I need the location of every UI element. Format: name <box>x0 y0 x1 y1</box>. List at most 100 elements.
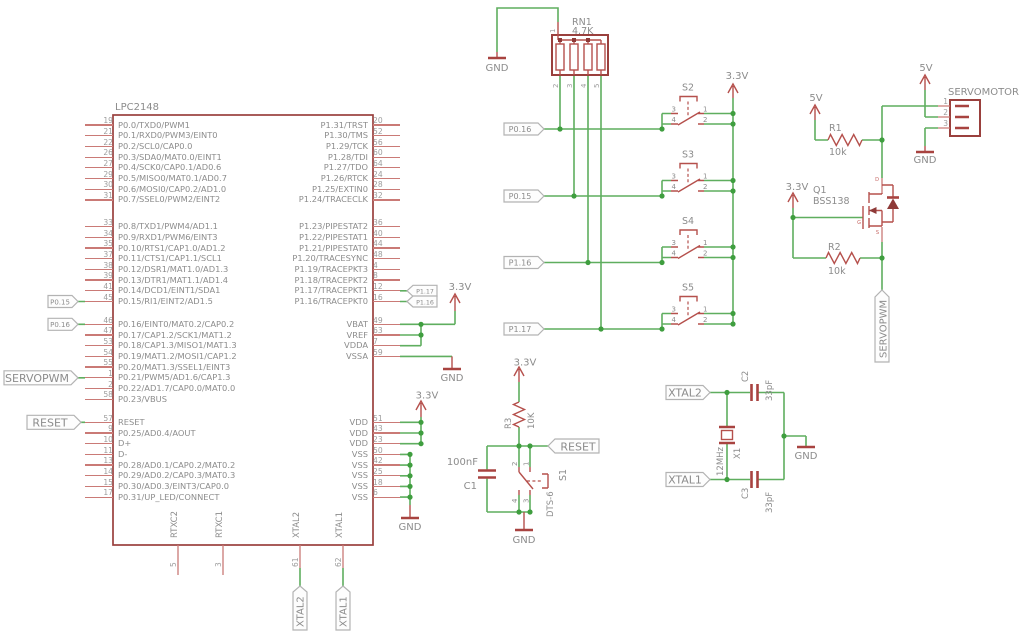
pin-lead <box>85 377 113 379</box>
pin-number: 10 <box>103 435 113 445</box>
gnd-label-s1: GND <box>513 535 536 546</box>
pin-number: 34 <box>103 228 113 238</box>
net-flag-p117-ic: P1.17 <box>416 289 434 296</box>
pin-number: 37 <box>103 250 113 260</box>
pin-lead <box>85 366 113 368</box>
pin-lead <box>85 247 113 249</box>
pin-name: P1.27/TDO <box>323 162 368 173</box>
pin-number: 59 <box>373 347 383 357</box>
ic-pin-name-xtal2: XTAL2 <box>292 512 302 538</box>
pin-lead <box>85 323 113 326</box>
pin-number: 45 <box>103 292 113 302</box>
rn1-pin1: 1 <box>549 29 557 33</box>
s2-pin4: 4 <box>672 116 677 124</box>
pin-number: 46 <box>103 315 113 325</box>
pin-lead <box>85 432 113 434</box>
pin-name: VSS <box>351 481 368 492</box>
pin-lead <box>373 167 400 169</box>
pin-lead <box>85 199 113 201</box>
ic-pin-num-xtal1: 62 <box>334 557 343 567</box>
pin-number: 42 <box>373 456 383 466</box>
pin-name: P1.26/RTCK <box>320 173 368 184</box>
pin-number: 44 <box>373 239 383 249</box>
pin-lead <box>373 290 400 292</box>
pin-number: 26 <box>103 148 113 158</box>
pin-name: P0.10/RTS1/CAP1.0/AD1.2 <box>118 242 226 253</box>
pin-number: 54 <box>103 347 113 357</box>
s4-ref: S4 <box>682 216 694 227</box>
pin-number: 13 <box>103 456 113 466</box>
pin-number: 39 <box>103 271 113 281</box>
pin-name: P0.4/SCK0/CAP0.1/AD0.6 <box>118 162 222 173</box>
ic-pin-row: 38 P0.12/DSR1/MAT1.0/AD1.3 <box>85 262 250 275</box>
pin-number: 58 <box>103 390 113 400</box>
net-flag-p016: P0.16 <box>50 321 70 329</box>
v5-label-servo: 5V <box>919 63 932 74</box>
pin-lead <box>85 167 113 169</box>
v33-label-reset: 3.3V <box>514 358 537 369</box>
s4-pin2: 2 <box>703 250 707 258</box>
servo-pin3: 3 <box>943 119 948 128</box>
q1-pin-s: S <box>876 230 879 236</box>
pin-name: P0.2/SCL0/CAP0.0 <box>118 141 193 152</box>
pin-lead <box>373 323 400 326</box>
capacitor-c3: C3 33pF <box>741 471 775 513</box>
switch-s2: S2 3 4 1 2 <box>671 83 707 126</box>
x1-ref: X1 <box>733 448 743 459</box>
pin-name: P1.18/TRACEPKT2 <box>294 274 368 285</box>
pin-name: D+ <box>118 438 132 449</box>
ic-pin-row: 35 P0.10/RTS1/CAP1.0/AD1.2 <box>85 240 250 254</box>
s5-pin3: 3 <box>672 306 676 314</box>
pin-lead <box>373 145 400 148</box>
rn1-pin3: 3 <box>566 84 574 88</box>
net-flags: P0.15 P0.16 SERVOPWM RESET P1.17 P1.16 P… <box>3 122 890 631</box>
rn1-pin4: 4 <box>580 83 588 88</box>
s3-pin4: 4 <box>672 183 677 191</box>
pin-lead <box>85 226 113 228</box>
pin-name: P0.20/MAT1.3/SSEL1/EINT3 <box>118 361 231 372</box>
s4-pin3: 3 <box>672 239 676 247</box>
s2-ref: S2 <box>682 83 694 94</box>
pin-number: 30 <box>103 180 113 190</box>
pin-name: P1.16/TRACEPKT0 <box>294 296 368 307</box>
v33-label-q1: 3.3V <box>786 182 809 193</box>
pin-number: 2 <box>108 379 113 389</box>
pin-name: P1.17/TRACEPKT1 <box>294 285 368 296</box>
x1-value: 12MHz <box>716 446 726 476</box>
net-flag-p116-ic: P1.16 <box>416 299 434 306</box>
pin-lead <box>85 156 113 158</box>
pin-lead <box>373 199 400 201</box>
pin-number: 19 <box>103 116 113 126</box>
pin-lead <box>373 135 400 137</box>
pin-number: 38 <box>103 260 113 270</box>
pin-lead <box>373 300 400 303</box>
gnd-label-rn1: GND <box>486 63 509 74</box>
pin-name: P1.28/TDI <box>327 151 368 162</box>
pin-name: P0.15/RI1/EINT2/AD1.5 <box>118 296 213 307</box>
pin-number: 28 <box>373 180 383 190</box>
pin-name: P0.12/DSR1/MAT1.0/AD1.3 <box>118 264 229 274</box>
pin-name: P0.6/MOSI0/CAP0.2/AD1.0 <box>118 183 227 194</box>
pin-lead <box>85 355 113 358</box>
pin-lead <box>85 145 113 148</box>
q1-pin-d: D <box>875 177 879 183</box>
pin-number: 31 <box>103 191 113 201</box>
ic-pin-name-rtxc2: RTXC2 <box>170 511 180 538</box>
s4-pin1: 1 <box>703 239 707 247</box>
pin-number: 35 <box>103 239 113 249</box>
s1-pin3: 3 <box>523 499 531 503</box>
pin-name: P0.1/RXD0/PWM3/EINT0 <box>118 130 218 141</box>
